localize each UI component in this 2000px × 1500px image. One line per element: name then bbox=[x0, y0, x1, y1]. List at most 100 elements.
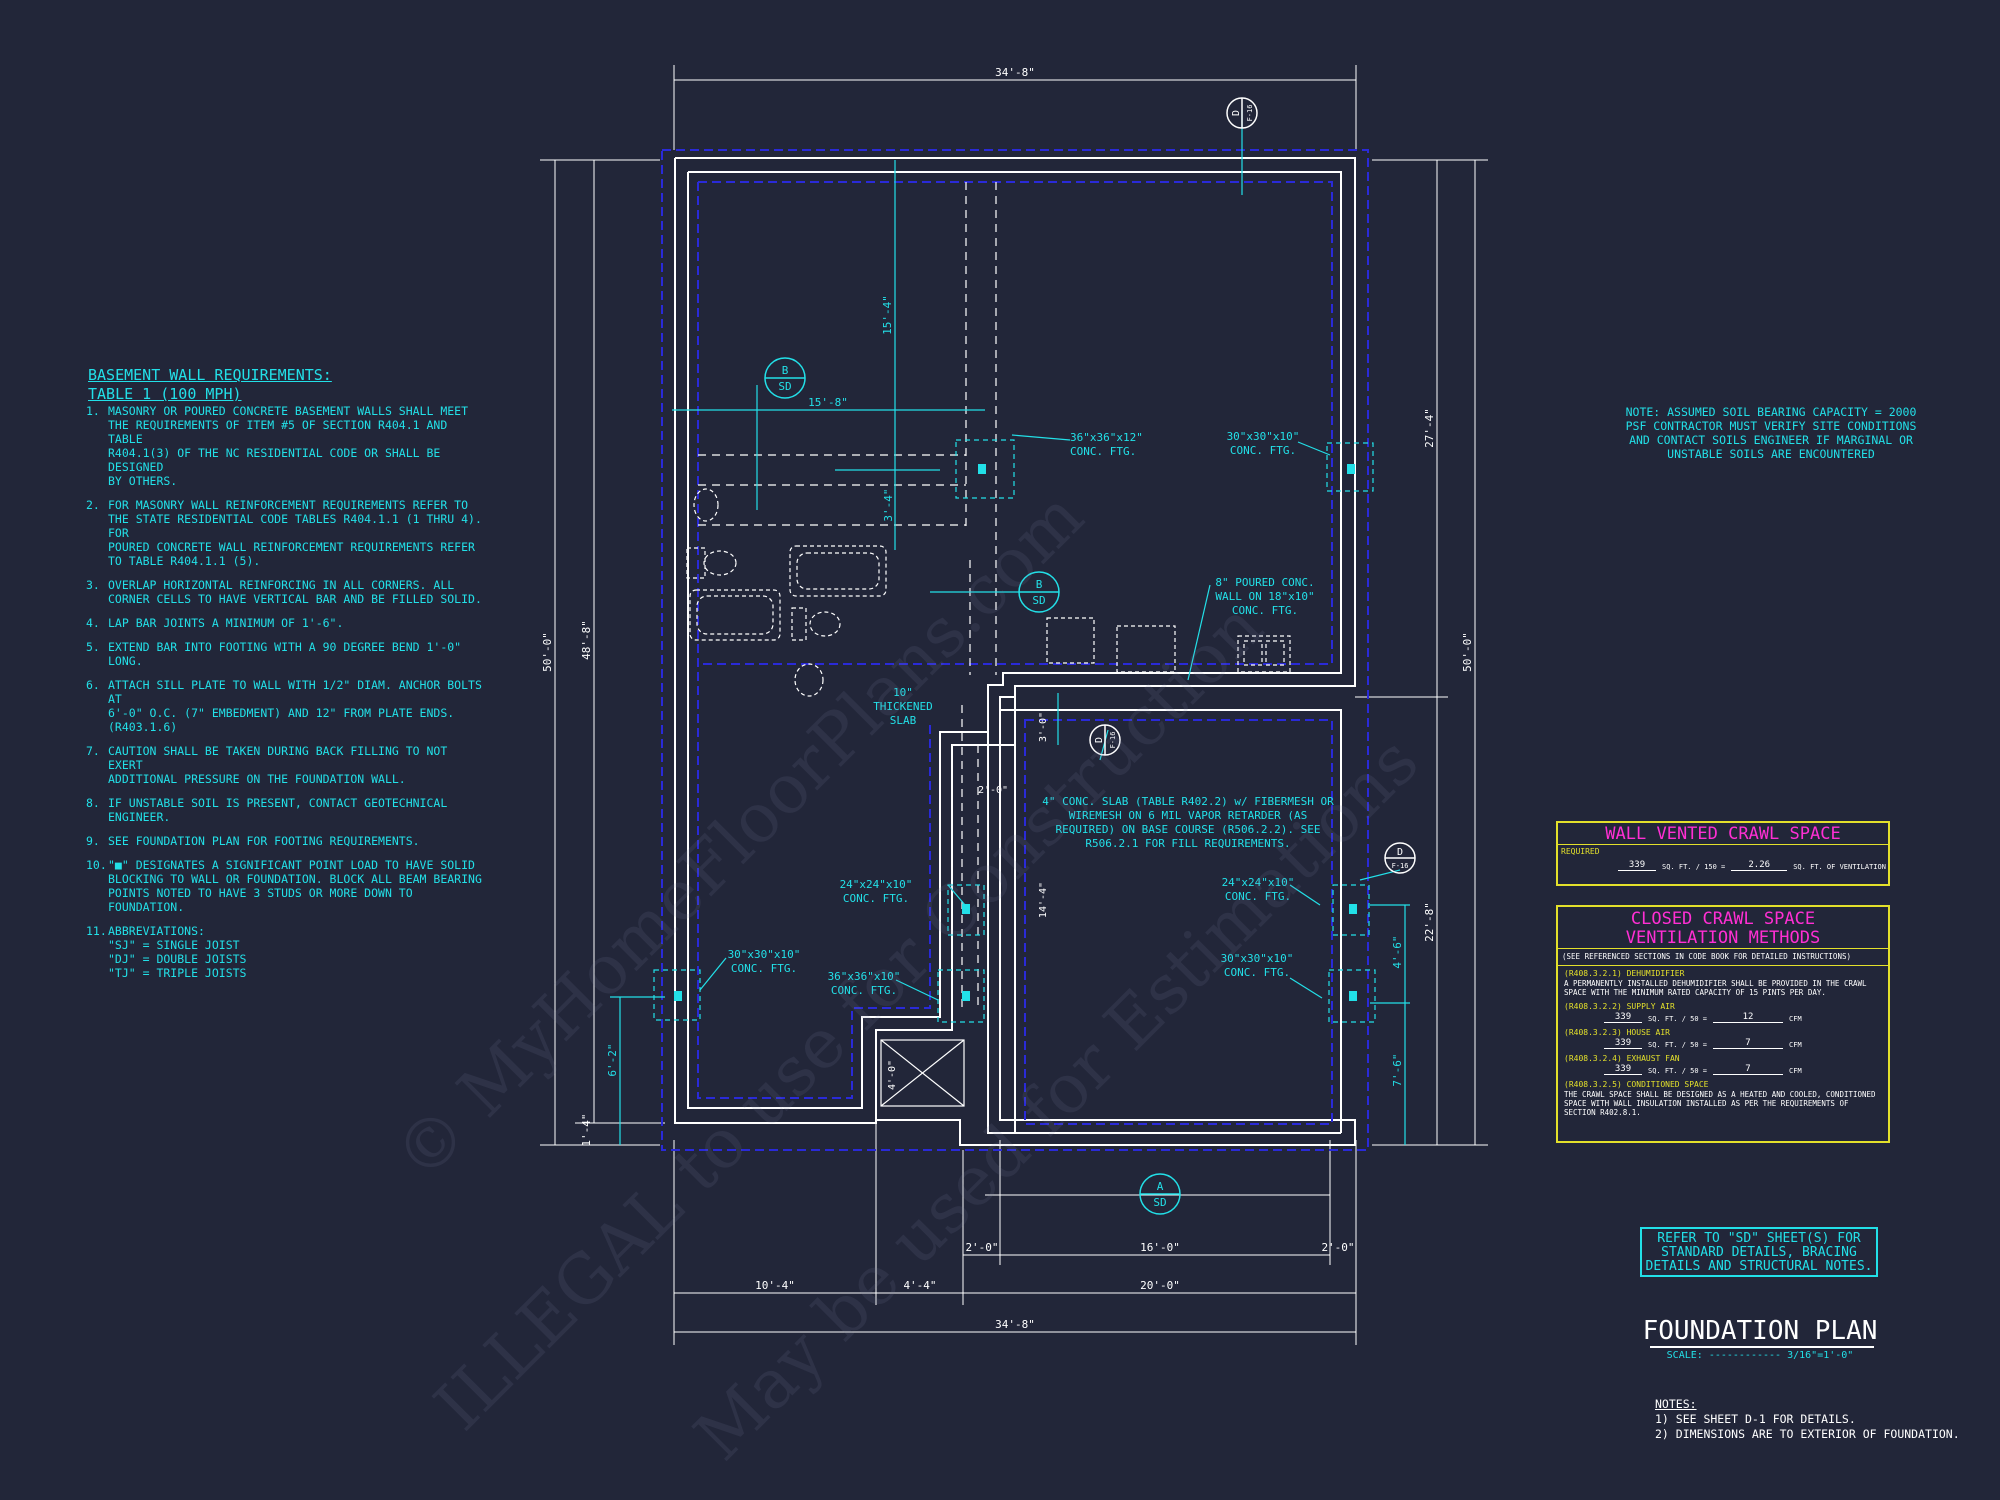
dim-2-0: 2'-0" bbox=[978, 785, 1008, 796]
ftg-36-10-l1: 36"x36"x10" bbox=[828, 970, 901, 983]
vented-crawl-title: WALL VENTED CRAWL SPACE bbox=[1605, 824, 1841, 844]
ftg-24-left-l2: CONC. FTG. bbox=[843, 892, 909, 905]
small-dim-labels: 3'-0" 2'-0" 14'-4" 4'-0" D F-16 D F-16 D… bbox=[887, 105, 1408, 1090]
crawl-row-value: 7 bbox=[1713, 1038, 1784, 1049]
tag-b-top: B bbox=[782, 364, 789, 377]
section-tags bbox=[764, 357, 1181, 1215]
foundation-walls bbox=[674, 157, 1356, 1146]
requirement-text: IF UNSTABLE SOIL IS PRESENT, CONTACT GEO… bbox=[108, 796, 448, 824]
tag-d-right-ref: F-16 bbox=[1392, 862, 1409, 870]
slab-note-l1: 10" bbox=[893, 686, 913, 699]
dim-14-4: 14'-4" bbox=[1038, 882, 1049, 918]
requirement-number: 9. bbox=[86, 834, 100, 848]
crawl-row-cfm: CFM bbox=[1789, 1067, 1802, 1075]
vented-area: 339 bbox=[1618, 860, 1656, 871]
requirement-item: 2. FOR MASONRY WALL REINFORCEMENT REQUIRE… bbox=[86, 498, 486, 568]
ftg-36-12-l2: CONC. FTG. bbox=[1070, 445, 1136, 458]
requirement-text: FOR MASONRY WALL REINFORCEMENT REQUIREME… bbox=[108, 498, 482, 568]
scale-value: 3/16"=1'-0" bbox=[1787, 1350, 1854, 1361]
requirement-number: 8. bbox=[86, 796, 100, 810]
requirement-text: ATTACH SILL PLATE TO WALL WITH 1/2" DIAM… bbox=[108, 678, 482, 734]
requirement-text: MASONRY OR POURED CONCRETE BASEMENT WALL… bbox=[108, 404, 469, 488]
requirements-list: 1.MASONRY OR POURED CONCRETE BASEMENT WA… bbox=[86, 404, 486, 990]
soil-bearing-note: NOTE: ASSUMED SOIL BEARING CAPACITY = 20… bbox=[1625, 405, 1917, 461]
requirement-item: 7.CAUTION SHALL BE TAKEN DURING BACK FIL… bbox=[86, 744, 486, 786]
requirements-subtitle: TABLE 1 (100 MPH) bbox=[88, 385, 242, 403]
dim-right-lower: 22'-8" bbox=[1423, 902, 1436, 942]
dim-left-a: 6'-2" bbox=[606, 1043, 619, 1076]
requirement-number: 2. bbox=[86, 498, 100, 512]
requirement-text: LAP BAR JOINTS A MINIMUM OF 1'-6". bbox=[108, 616, 344, 630]
requirement-text: "■" DESIGNATES A SIGNIFICANT POINT LOAD … bbox=[108, 858, 482, 914]
requirement-number: 5. bbox=[86, 640, 100, 654]
tag-sd-top: SD bbox=[778, 380, 791, 393]
dim-bottom-b: 16'-0" bbox=[1140, 1241, 1180, 1254]
dim-bottom-c: 2'-0" bbox=[1321, 1241, 1354, 1254]
dim-top: 34'-8" bbox=[995, 66, 1035, 79]
footing-outlines bbox=[661, 149, 1369, 1151]
slab-note-l2: THICKENED bbox=[873, 700, 933, 713]
crawl-row-head: (R408.3.2.3) HOUSE AIR bbox=[1564, 1028, 1670, 1037]
notes-heading: NOTES: bbox=[1655, 1397, 1697, 1411]
crawl-row-area: 339 bbox=[1604, 1012, 1642, 1023]
requirement-number: 11. bbox=[86, 924, 107, 938]
dimension-lines bbox=[540, 65, 1488, 1345]
tag-d-right: D bbox=[1397, 847, 1403, 858]
wall-note-l1: 8" POURED CONC. bbox=[1215, 576, 1314, 589]
detail-tags bbox=[1089, 97, 1416, 874]
dim-3-0: 3'-0" bbox=[1038, 712, 1049, 742]
requirement-number: 10. bbox=[86, 858, 107, 872]
ftg-36-10-l2: CONC. FTG. bbox=[831, 984, 897, 997]
requirement-number: 4. bbox=[86, 616, 100, 630]
tag-sd-mid: SD bbox=[1032, 594, 1045, 607]
dim-bottom-a: 2'-0" bbox=[965, 1241, 998, 1254]
crawl-row-value: 12 bbox=[1713, 1012, 1784, 1023]
vented-value-unit: SQ. FT. OF VENTILATION bbox=[1793, 863, 1886, 871]
wall-note-l3: CONC. FTG. bbox=[1232, 604, 1298, 617]
refer-sd-note: REFER TO "SD" SHEET(S) FOR STANDARD DETA… bbox=[1640, 1227, 1878, 1277]
crawl-row-area: 339 bbox=[1604, 1064, 1642, 1075]
tag-d-mid: D bbox=[1094, 737, 1105, 743]
requirement-item: 5.EXTEND BAR INTO FOOTING WITH A 90 DEGR… bbox=[86, 640, 486, 668]
requirement-item: 8. IF UNSTABLE SOIL IS PRESENT, CONTACT G… bbox=[86, 796, 486, 824]
ftg-24-right-l1: 24"x24"x10" bbox=[1222, 876, 1295, 889]
requirement-item: 6. ATTACH SILL PLATE TO WALL WITH 1/2" DI… bbox=[86, 678, 486, 734]
requirements-title: BASEMENT WALL REQUIREMENTS: bbox=[88, 366, 332, 384]
ftg-36-12-l1: 36"x36"x12" bbox=[1070, 431, 1143, 444]
requirement-number: 6. bbox=[86, 678, 100, 692]
title-rule bbox=[1650, 1346, 1874, 1348]
ftg-24-right-l2: CONC. FTG. bbox=[1225, 890, 1291, 903]
tag-a: A bbox=[1157, 1180, 1164, 1193]
crawl-row-cfm: CFM bbox=[1789, 1041, 1802, 1049]
crawl-row-cfm: CFM bbox=[1789, 1015, 1802, 1023]
dim-15-8: 15'-8" bbox=[808, 396, 848, 409]
dim-left-inner: 48'-8" bbox=[580, 620, 593, 660]
closed-crawl-panel: CLOSED CRAWL SPACE VENTILATION METHODS (… bbox=[1556, 905, 1890, 1143]
closed-crawl-title-1: CLOSED CRAWL SPACE bbox=[1630, 909, 1816, 929]
closed-crawl-title-2: VENTILATION METHODS bbox=[1625, 928, 1821, 948]
slab4-l4: R506.2.1 FOR FILL REQUIREMENTS. bbox=[1085, 837, 1290, 850]
ftg-30-left-l2: CONC. FTG. bbox=[731, 962, 797, 975]
ftg-30-left-l1: 30"x30"x10" bbox=[728, 948, 801, 961]
note-item-2: 2) DIMENSIONS ARE TO EXTERIOR OF FOUNDAT… bbox=[1655, 1427, 1960, 1441]
requirement-text: ABBREVIATIONS: "SJ" = SINGLE JOIST "DJ" … bbox=[108, 924, 247, 980]
ftg-30-right-l1: 30"x30"x10" bbox=[1221, 952, 1294, 965]
crawl-row-area: 339 bbox=[1604, 1038, 1642, 1049]
scale-label: SCALE: bbox=[1666, 1350, 1703, 1361]
annotation-lines bbox=[610, 110, 1410, 1145]
note-item-1: 1) SEE SHEET D-1 FOR DETAILS. bbox=[1655, 1412, 1856, 1426]
drawing-title: FOUNDATION PLAN bbox=[1642, 1316, 1878, 1346]
requirements-heading: BASEMENT WALL REQUIREMENTS: TABLE 1 (100… bbox=[88, 366, 508, 404]
conditioned-text: THE CRAWL SPACE SHALL BE DESIGNED AS A H… bbox=[1564, 1090, 1876, 1117]
requirement-item: 11.ABBREVIATIONS: "SJ" = SINGLE JOIST "D… bbox=[86, 924, 486, 980]
tag-sd-a: SD bbox=[1153, 1196, 1166, 1209]
requirement-number: 7. bbox=[86, 744, 100, 758]
ftg-30-right-l2: CONC. FTG. bbox=[1224, 966, 1290, 979]
dim-right-outer: 50'-0" bbox=[1461, 632, 1474, 672]
dim-left-b: 1'-4" bbox=[580, 1113, 593, 1146]
requirement-item: 3.OVERLAP HORIZONTAL REINFORCING IN ALL … bbox=[86, 578, 486, 606]
footing-brackets bbox=[653, 439, 1376, 1023]
